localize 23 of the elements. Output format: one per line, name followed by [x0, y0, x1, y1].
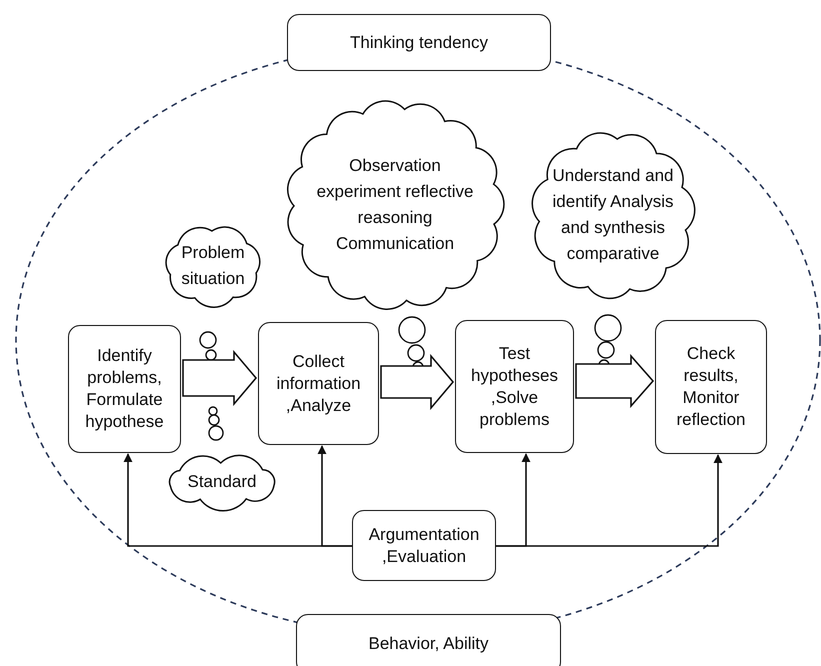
process-box	[68, 325, 181, 453]
block-arrow	[182, 350, 258, 406]
box-text: Argumentation ,Evaluation	[368, 524, 480, 568]
cloud-text: Observation experiment reflective reasoning Communication	[316, 155, 474, 255]
process-box	[352, 510, 496, 581]
cloud-text: Problem situation	[180, 242, 246, 290]
box-text: Identify problems, Formulate hypothese	[84, 345, 165, 433]
process-box	[455, 320, 574, 453]
box-text: Thinking tendency	[350, 32, 488, 54]
process-box	[296, 614, 561, 666]
process-box	[258, 322, 379, 445]
box-text: Behavior, Ability	[368, 633, 488, 655]
box-text: Test hypotheses ,Solve problems	[470, 342, 559, 430]
cloud-text: Standard	[188, 471, 256, 493]
process-box	[287, 14, 551, 71]
box-text: Check results, Monitor reflection	[676, 343, 746, 431]
arrow	[318, 445, 352, 547]
cloud-text: Understand and identify Analysis and synthesis comparative	[552, 165, 674, 265]
arrow	[496, 454, 722, 547]
box-text: Collect information ,Analyze	[275, 350, 362, 416]
block-arrow	[380, 354, 454, 410]
block-arrow	[575, 354, 654, 408]
process-box	[655, 320, 767, 454]
